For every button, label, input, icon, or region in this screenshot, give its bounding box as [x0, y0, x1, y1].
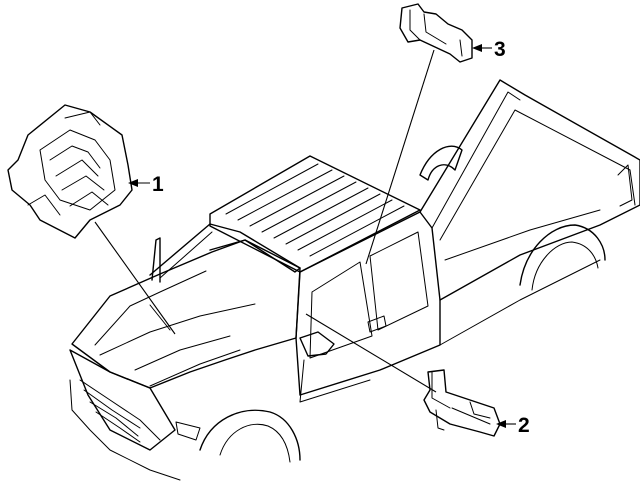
pickup-truck-illustration — [69, 79, 640, 481]
part-3-bracket-illustration — [399, 3, 473, 63]
leader-lines — [94, 49, 437, 393]
part-1-module-illustration — [7, 104, 133, 239]
callout-2-label: 2 — [518, 414, 530, 437]
roof-rack-slats — [225, 163, 405, 257]
callout-3-label: 3 — [494, 38, 506, 61]
callout-3-arrow-icon — [472, 44, 482, 52]
callout-3: 3 — [472, 38, 506, 61]
callout-2-arrow-icon — [496, 420, 506, 428]
callout-2: 2 — [496, 414, 530, 437]
callout-1-arrow-icon — [128, 179, 138, 187]
callout-1-label: 1 — [152, 173, 164, 196]
callout-1: 1 — [128, 173, 164, 196]
part-2-sensor-illustration — [423, 369, 501, 437]
